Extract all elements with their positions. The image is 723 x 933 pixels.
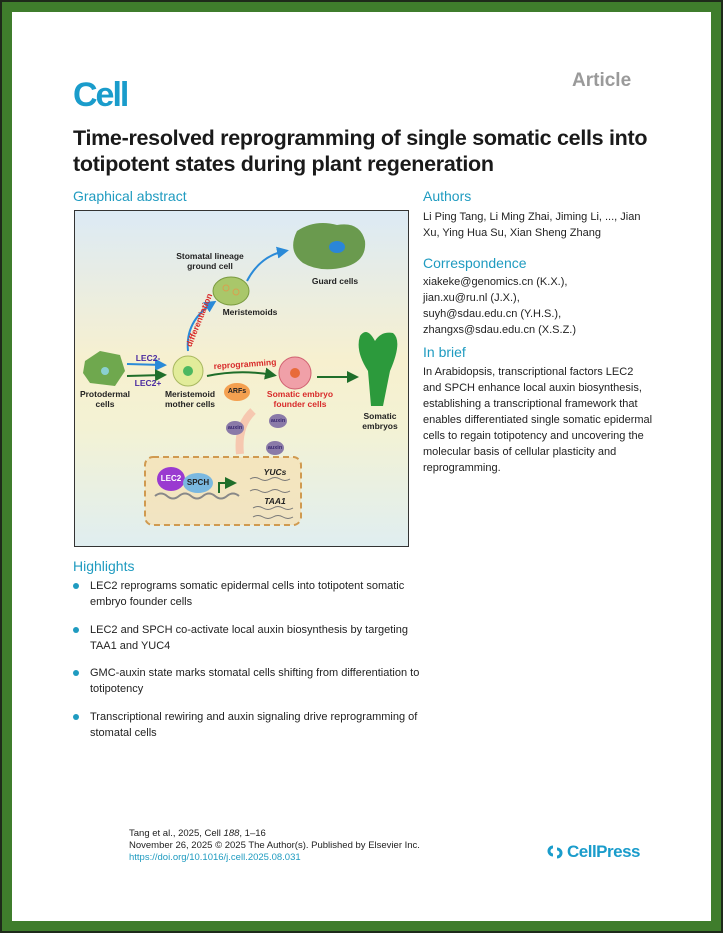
auxin-molecule — [226, 421, 244, 435]
arrow-reprogramming — [206, 367, 277, 380]
label-lec2-minus: LEC2- — [135, 353, 161, 363]
label-auxin: auxin — [267, 445, 283, 451]
highlight-item: Transcriptional rewiring and auxin signa… — [73, 709, 430, 741]
label-taa1: TAA1 — [264, 496, 286, 506]
label-somatic-embryos: Somatic embryos — [362, 411, 398, 431]
arrow-lec2-minus — [126, 358, 167, 371]
label-meristemoids: Meristemoids — [222, 307, 278, 317]
journal-logo: Cell — [73, 76, 129, 114]
bullet-icon — [73, 714, 79, 720]
auxin-molecule — [269, 414, 287, 428]
arfs-blob — [224, 383, 250, 401]
meristemoid-cell — [212, 276, 250, 306]
bullet-icon — [73, 583, 79, 589]
cellpress-logo: CellPress — [546, 842, 641, 862]
date-line: November 26, 2025 © 2025 The Author(s). … — [129, 840, 420, 851]
graphical-abstract-diagram — [83, 223, 398, 526]
highlights-heading: Highlights — [73, 558, 135, 574]
label-yucs: YUCs — [263, 467, 287, 477]
highlight-item: GMC-auxin state marks stomatal cells shi… — [73, 665, 430, 697]
label-guard-cells: Guard cells — [311, 276, 359, 286]
email-link[interactable]: xiakeke@genomics.cn (K.X.), — [423, 276, 568, 288]
spch-protein — [183, 473, 213, 493]
label-protodermal: Protodermal cells — [79, 389, 131, 409]
highlight-item: LEC2 and SPCH co-activate local auxin bi… — [73, 622, 430, 654]
label-auxin: auxin — [270, 418, 286, 424]
authors-heading: Authors — [423, 188, 472, 204]
highlight-item: LEC2 reprograms somatic epidermal cells … — [73, 578, 430, 610]
email-link[interactable]: jian.xu@ru.nl (J.X.), — [423, 292, 520, 304]
arrow-lec2-plus — [126, 369, 167, 382]
article-page: Cell Article Time-resolved reprogramming… — [12, 12, 711, 921]
label-founder: Somatic embryo founder cells — [266, 389, 334, 409]
in-brief-heading: In brief — [423, 344, 466, 360]
correspondence-heading: Correspondence — [423, 255, 527, 271]
lec2-protein — [157, 467, 185, 491]
arrow-to-guard — [246, 246, 289, 282]
article-type: Article — [572, 70, 632, 91]
label-auxin: auxin — [227, 425, 243, 431]
stomata-icon — [329, 241, 345, 253]
graphical-abstract: Stomatal lineage ground cell Guard cells… — [74, 210, 409, 547]
auxin-molecule — [266, 441, 284, 455]
email-link[interactable]: zhangxs@sdau.edu.cn (X.S.Z.) — [423, 324, 577, 336]
citation-footer: Tang et al., 2025, Cell 188, 1–16 Novemb… — [129, 828, 529, 864]
bullet-icon — [73, 670, 79, 676]
article-title: Time-resolved reprogramming of single so… — [73, 126, 648, 176]
doi-link[interactable]: https://doi.org/10.1016/j.cell.2025.08.0… — [129, 852, 301, 863]
citation: Tang et al., 2025, Cell 188, 1–16 — [129, 828, 266, 839]
label-stomatal: Stomatal lineage ground cell — [176, 251, 244, 271]
graphical-abstract-heading: Graphical abstract — [73, 188, 187, 204]
authors-list: Li Ping Tang, Li Ming Zhai, Jiming Li, .… — [423, 211, 641, 239]
somatic-embryo-shape — [358, 332, 398, 406]
transcription-arrow — [218, 477, 237, 493]
email-link[interactable]: suyh@sdau.edu.cn (Y.H.S.), — [423, 308, 562, 320]
label-lec2: LEC2 — [160, 474, 182, 483]
bullet-icon — [73, 627, 79, 633]
label-mmc: Meristemoid mother cells — [164, 389, 216, 409]
arrow-differentiation — [186, 300, 217, 352]
label-lec2-plus: LEC2+ — [134, 378, 162, 388]
in-brief-text: In Arabidopsis, transcriptional factors … — [423, 366, 653, 474]
label-arfs: ARFs — [227, 388, 247, 395]
dna-strand — [154, 492, 240, 500]
label-spch: SPCH — [186, 478, 210, 487]
cellpress-link-icon — [547, 845, 563, 859]
correspondence-list: xiakeke@genomics.cn (K.X.), jian.xu@ru.n… — [423, 274, 653, 338]
